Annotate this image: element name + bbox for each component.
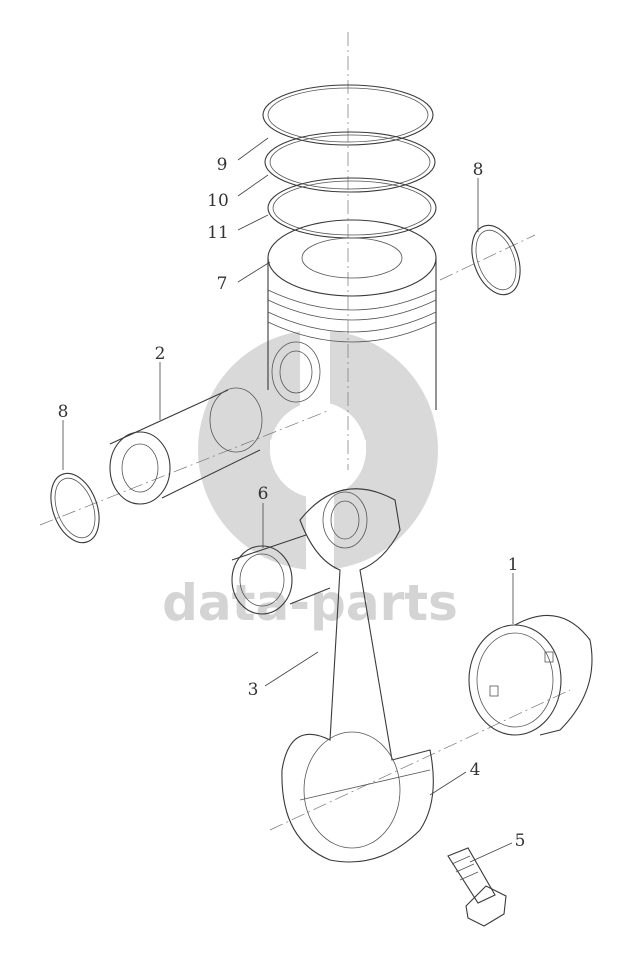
callout-3: 3 (248, 680, 259, 700)
callout-5: 5 (515, 831, 526, 851)
callout-2: 2 (155, 344, 166, 364)
snap-ring-left (50, 472, 100, 544)
center-axes (39, 32, 571, 831)
rod-bolt (447, 847, 507, 927)
big-end-bearing (468, 614, 593, 736)
piston-ring-9 (262, 84, 434, 146)
piston-pin (109, 387, 263, 505)
callout-11: 11 (207, 223, 229, 243)
piston-ring-11 (267, 177, 437, 239)
snap-ring-right (471, 224, 521, 296)
callout-8-right: 8 (473, 160, 484, 180)
leader-lines (62, 137, 514, 863)
callout-8-left: 8 (58, 402, 69, 422)
watermark-text: data-parts (162, 574, 458, 632)
callout-4: 4 (470, 760, 481, 780)
callout-1: 1 (508, 555, 519, 575)
piston-ring-10 (264, 131, 436, 193)
small-end-bushing (231, 534, 331, 615)
callout-6: 6 (258, 484, 269, 504)
connecting-rod (281, 488, 434, 863)
callout-9: 9 (217, 155, 228, 175)
callout-labels: 9 10 11 7 8 2 8 6 1 3 4 5 (58, 155, 526, 851)
callout-7: 7 (217, 274, 228, 294)
piston (267, 219, 437, 410)
watermark-logo (198, 330, 438, 570)
callout-10: 10 (207, 191, 229, 211)
